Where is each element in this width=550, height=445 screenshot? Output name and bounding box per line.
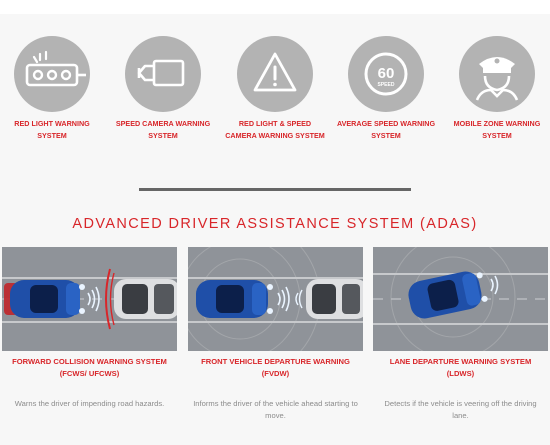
warning-item-red-light: RED LIGHT WARNING SYSTEM	[2, 36, 102, 142]
warning-item-speed-camera: SPEED CAMERA WARNING SYSTEM	[113, 36, 213, 142]
warning-item-mobile-zone: MOBILE ZONE WARNING SYSTEM	[447, 36, 547, 142]
warning-label: RED LIGHT WARNING SYSTEM	[14, 119, 90, 140]
top-strip	[0, 0, 550, 14]
feature-code: (LDWS)	[446, 369, 475, 378]
section-divider	[139, 188, 411, 191]
fcws-title: FORWARD COLLISION WARNING SYSTEM (FCWS/ …	[2, 356, 177, 380]
fcws-illustration	[2, 247, 177, 351]
fvdw-description: Informs the driver of the vehicle ahead …	[193, 399, 358, 420]
speed-limit-icon: 60 SPEED	[348, 36, 424, 112]
ldws-title: LANE DEPARTURE WARNING SYSTEM (LDWS)	[373, 356, 548, 380]
speed-sign-unit: SPEED	[378, 82, 395, 88]
feature-code: (FVDW)	[261, 369, 290, 378]
police-officer-icon	[459, 36, 535, 112]
front-car-icon	[114, 279, 177, 319]
ldws-illustration	[373, 247, 548, 351]
feature-name: FORWARD COLLISION WARNING SYSTEM	[12, 357, 167, 366]
ldws-description: Detects if the vehicle is veering off th…	[384, 399, 537, 420]
warning-label: SPEED CAMERA WARNING SYSTEM	[115, 119, 211, 140]
feature-name: FRONT VEHICLE DEPARTURE WARNING	[201, 357, 350, 366]
red-light-camera-icon	[14, 36, 90, 112]
front-car-icon	[306, 279, 363, 319]
warning-label: AVERAGE SPEED WARNING SYSTEM	[336, 119, 436, 140]
speed-sign-value: 60	[378, 65, 395, 82]
warning-label: RED LIGHT & SPEED CAMERA WARNING SYSTEM	[225, 119, 325, 140]
warning-triangle-icon	[237, 36, 313, 112]
fcws-description: Warns the driver of impending road hazar…	[14, 399, 165, 408]
fvdw-illustration	[188, 247, 363, 351]
own-car-icon	[4, 280, 85, 318]
warning-item-red-light-speed-camera: RED LIGHT & SPEED CAMERA WARNING SYSTEM	[225, 36, 325, 142]
fvdw-title: FRONT VEHICLE DEPARTURE WARNING (FVDW)	[188, 356, 363, 380]
feature-name: LANE DEPARTURE WARNING SYSTEM	[389, 357, 532, 366]
own-car-icon	[408, 271, 488, 319]
warning-item-average-speed: 60 SPEED AVERAGE SPEED WARNING SYSTEM	[336, 36, 436, 142]
adas-section-title: ADVANCED DRIVER ASSISTANCE SYSTEM (ADAS)	[72, 216, 478, 232]
speed-camera-icon	[125, 36, 201, 112]
warning-label: MOBILE ZONE WARNING SYSTEM	[453, 119, 541, 140]
own-car-icon	[196, 280, 273, 318]
feature-code: (FCWS/ UFCWS)	[59, 369, 120, 378]
